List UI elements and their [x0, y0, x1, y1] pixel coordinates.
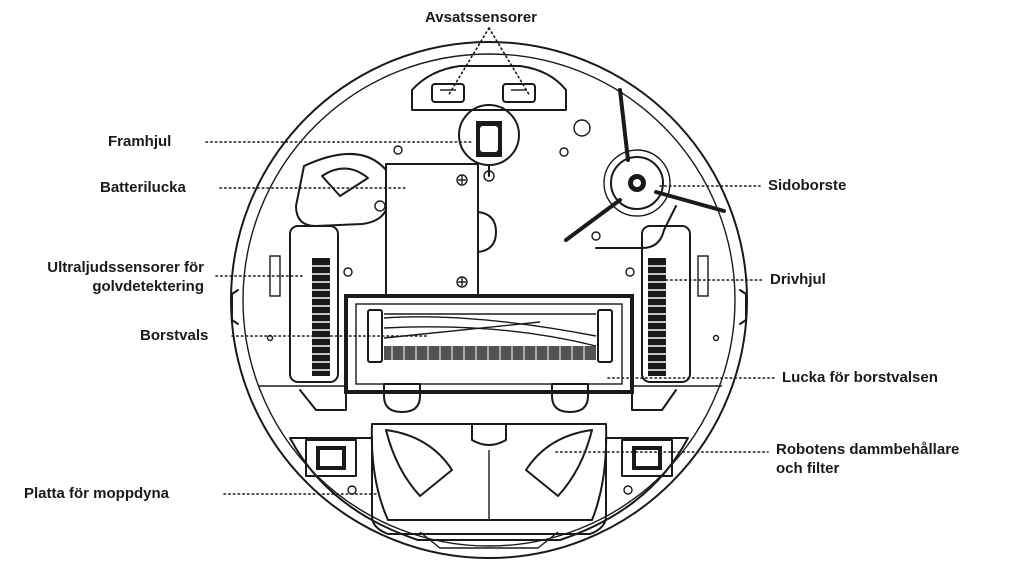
- dustbin-center-handle: [471, 423, 507, 446]
- side-brush-bristle-1: [618, 88, 630, 162]
- label-dustbin-line2: och filter: [776, 460, 840, 477]
- label-front-wheel: Framhjul: [108, 133, 172, 150]
- right-bumper-tab: [739, 289, 747, 325]
- mop-plate-right-slot: [621, 439, 673, 477]
- label-brush-roll-cover: Lucka för borstvalsen: [782, 369, 938, 386]
- side-brush-outer-ring: [603, 149, 671, 217]
- label-cliff-sensors: Avsatssensorer: [425, 9, 538, 26]
- left-cliff-sensor: [431, 83, 465, 103]
- mop-plate: [289, 437, 689, 541]
- leader-cliff-sensors-left: [447, 27, 490, 97]
- label-ultrasonic-line2: golvdetektering: [92, 278, 204, 295]
- right-drive-wheel: [648, 258, 666, 376]
- label-dustbin-line1: Robotens dammbehållare: [776, 441, 960, 458]
- label-drive-wheel: Drivhjul: [770, 271, 826, 288]
- side-brush-bristle-2: [654, 190, 726, 213]
- label-side-brush: Sidoborste: [768, 177, 847, 194]
- left-chassis-recess: [295, 153, 387, 227]
- mop-plate-left-slot: [305, 439, 357, 477]
- right-cliff-sensor: [502, 83, 536, 103]
- lower-body-step: [299, 389, 347, 411]
- label-battery-cover: Batterilucka: [100, 179, 186, 196]
- front-sensor-bridge: [411, 65, 567, 111]
- side-brush-bristle-3: [564, 198, 622, 242]
- left-bumper-tab: [231, 289, 239, 325]
- label-mop-plate: Platta för moppdyna: [24, 485, 170, 502]
- brush-roll-inner-frame: [355, 303, 623, 385]
- brush-roll-right-cap: [597, 309, 613, 363]
- brush-roll-cover-frame: [344, 294, 634, 394]
- label-ultrasonic-sensors: Ultraljudssensorer för golvdetektering: [6, 258, 204, 296]
- leader-cliff-sensors-right: [488, 27, 531, 97]
- label-ultrasonic-line1: Ultraljudssensorer för: [47, 259, 204, 276]
- brush-cover-left-clip: [383, 383, 421, 413]
- label-dustbin: Robotens dammbehållare och filter: [776, 440, 959, 478]
- robot-body-inner-rim: [242, 53, 736, 547]
- label-brush-roll: Borstvals: [140, 327, 209, 344]
- brush-roll-bristles: [384, 346, 596, 360]
- left-drive-wheel: [312, 258, 330, 376]
- left-drive-wheel-housing: [289, 225, 339, 383]
- side-brush-hub: [610, 156, 664, 210]
- right-drive-wheel-housing: [641, 225, 691, 383]
- brush-cover-right-clip: [551, 383, 589, 413]
